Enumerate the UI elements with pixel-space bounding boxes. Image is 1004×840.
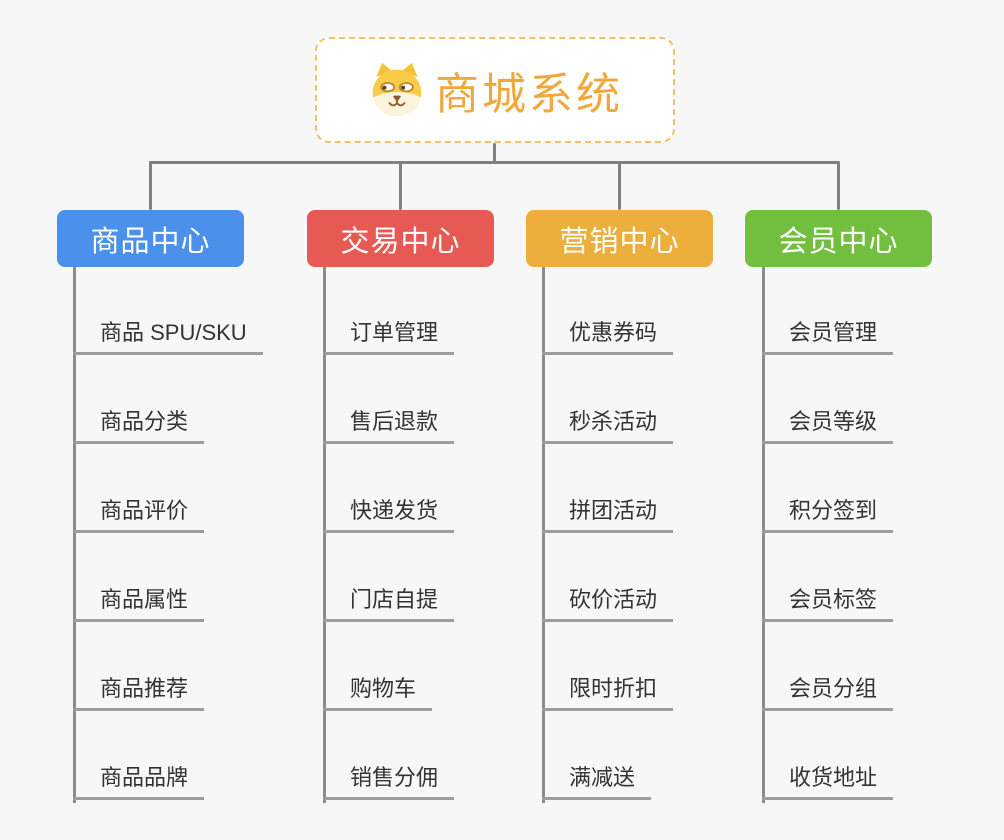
child-node[interactable]: 商品品牌	[73, 758, 205, 800]
child-node[interactable]: 商品评价	[73, 491, 205, 533]
branch-node-trade-center[interactable]: 交易中心	[307, 210, 494, 267]
branch-label: 会员中心	[778, 225, 899, 258]
branch-children-marketing-center: 优惠券码 秒杀活动 拼团活动 砍价活动 限时折扣 满减送	[542, 267, 772, 807]
connector-trunk	[73, 267, 76, 803]
branch-label: 交易中心	[340, 225, 461, 258]
child-node[interactable]: 商品分类	[73, 402, 205, 444]
child-node[interactable]: 购物车	[323, 669, 433, 711]
branch-children-trade-center: 订单管理 售后退款 快递发货 门店自提 购物车 销售分佣	[323, 267, 553, 807]
child-node[interactable]: 优惠券码	[542, 313, 674, 355]
root-node[interactable]: 商城系统	[315, 37, 675, 143]
branch-children-product-center: 商品 SPU/SKU 商品分类 商品评价 商品属性 商品推荐 商品品牌	[73, 267, 303, 807]
child-node[interactable]: 售后退款	[323, 402, 455, 444]
child-node[interactable]: 门店自提	[323, 580, 455, 622]
child-node[interactable]: 秒杀活动	[542, 402, 674, 444]
connector-root-stem	[493, 143, 496, 164]
branch-label: 营销中心	[559, 225, 680, 258]
connector-drop	[399, 161, 402, 210]
branch-node-marketing-center[interactable]: 营销中心	[526, 210, 713, 267]
child-node[interactable]: 商品 SPU/SKU	[73, 313, 263, 355]
child-node[interactable]: 会员等级	[762, 402, 894, 444]
child-node[interactable]: 快递发货	[323, 491, 455, 533]
connector-trunk	[323, 267, 326, 803]
child-node[interactable]: 订单管理	[323, 313, 455, 355]
branch-node-product-center[interactable]: 商品中心	[57, 210, 244, 267]
child-node[interactable]: 满减送	[542, 758, 652, 800]
child-node[interactable]: 会员标签	[762, 580, 894, 622]
connector-trunk	[762, 267, 765, 803]
connector-drop	[837, 161, 840, 210]
child-node[interactable]: 拼团活动	[542, 491, 674, 533]
root-title: 商城系统	[435, 70, 623, 119]
dog-icon	[367, 62, 427, 118]
connector-drop	[149, 161, 152, 210]
child-node[interactable]: 积分签到	[762, 491, 894, 533]
child-node[interactable]: 商品属性	[73, 580, 205, 622]
connector-drop	[618, 161, 621, 210]
branch-node-member-center[interactable]: 会员中心	[745, 210, 932, 267]
child-node[interactable]: 会员管理	[762, 313, 894, 355]
child-node[interactable]: 砍价活动	[542, 580, 674, 622]
child-node[interactable]: 会员分组	[762, 669, 894, 711]
child-node[interactable]: 收货地址	[762, 758, 894, 800]
connector-trunk	[542, 267, 545, 803]
child-node[interactable]: 销售分佣	[323, 758, 455, 800]
child-node[interactable]: 限时折扣	[542, 669, 674, 711]
branch-children-member-center: 会员管理 会员等级 积分签到 会员标签 会员分组 收货地址	[762, 267, 992, 807]
connector-bus	[149, 161, 840, 164]
child-node[interactable]: 商品推荐	[73, 669, 205, 711]
branch-label: 商品中心	[90, 225, 211, 258]
